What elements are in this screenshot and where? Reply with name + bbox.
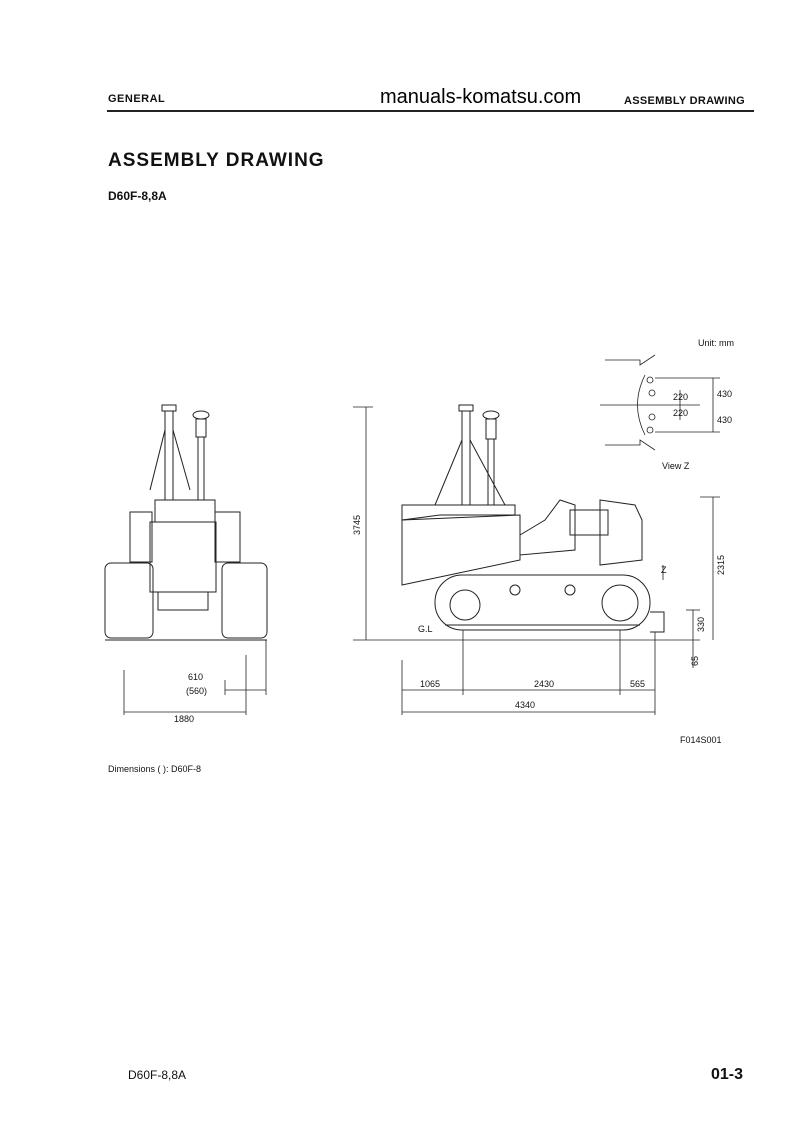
watermark-text: manuals-komatsu.com xyxy=(380,86,582,108)
front-right-housing xyxy=(214,511,241,563)
side-dimensions xyxy=(353,406,720,715)
view-z-label: View Z xyxy=(662,461,690,471)
dim-track-length: 2430 xyxy=(534,679,554,689)
front-undercarriage xyxy=(157,591,209,611)
model-subtitle: D60F-8,8A xyxy=(108,189,167,203)
side-hood xyxy=(401,504,516,521)
footer-model: D60F-8,8A xyxy=(128,1068,187,1082)
front-right-track xyxy=(221,562,268,639)
dim-view-z-inner-lower: 220 xyxy=(673,408,688,418)
dim-grouser-height: 330 xyxy=(696,617,706,632)
side-precleaner xyxy=(482,410,500,420)
front-view xyxy=(104,404,268,641)
dim-front-overhang: 1065 xyxy=(420,679,440,689)
front-stack-cap xyxy=(161,404,177,412)
dim-cab-height: 2315 xyxy=(716,555,726,575)
side-track xyxy=(434,574,651,631)
dim-view-z-inner-upper: 220 xyxy=(673,392,688,402)
dim-view-z-upper: 430 xyxy=(717,389,732,399)
page-number: 01-3 xyxy=(711,1066,744,1083)
side-rear-body xyxy=(599,499,643,566)
dim-gauge: 1880 xyxy=(174,714,194,724)
dimensions-note: Dimensions ( ): D60F-8 xyxy=(108,764,202,774)
dim-overall-length: 4340 xyxy=(515,700,535,710)
side-sprocket xyxy=(601,584,639,622)
side-seat xyxy=(519,499,576,556)
arrow-label: Z xyxy=(661,565,667,575)
side-console xyxy=(569,509,609,536)
dim-track-width-alt: (560) xyxy=(186,686,207,696)
ground-label: G.L xyxy=(418,624,433,634)
dim-view-z-lower: 430 xyxy=(717,415,732,425)
side-stack-cap xyxy=(458,404,474,412)
header-topic: ASSEMBLY DRAWING xyxy=(624,95,745,107)
view-z-bottom-frame xyxy=(605,439,656,451)
side-view xyxy=(401,404,665,633)
dim-overall-height: 3745 xyxy=(352,515,362,535)
figure-id: F014S001 xyxy=(680,735,722,745)
dim-rear-overhang: 565 xyxy=(630,679,645,689)
front-left-housing xyxy=(129,511,153,563)
front-hood xyxy=(154,499,216,523)
header-section: GENERAL xyxy=(108,93,166,105)
front-body xyxy=(149,521,217,593)
page-title: ASSEMBLY DRAWING xyxy=(108,150,325,171)
unit-label: Unit: mm xyxy=(698,338,734,348)
header-rule xyxy=(107,110,754,112)
front-left-track xyxy=(104,562,154,639)
view-z-top-frame xyxy=(605,354,656,366)
view-z-detail xyxy=(600,354,720,451)
front-dimensions xyxy=(123,640,267,715)
dim-track-width: 610 xyxy=(188,672,203,682)
side-ripper xyxy=(650,611,665,633)
side-engine-body xyxy=(401,514,521,586)
dim-ground-clearance: 65 xyxy=(690,656,700,666)
side-idler xyxy=(449,589,481,621)
front-precleaner xyxy=(192,410,210,420)
